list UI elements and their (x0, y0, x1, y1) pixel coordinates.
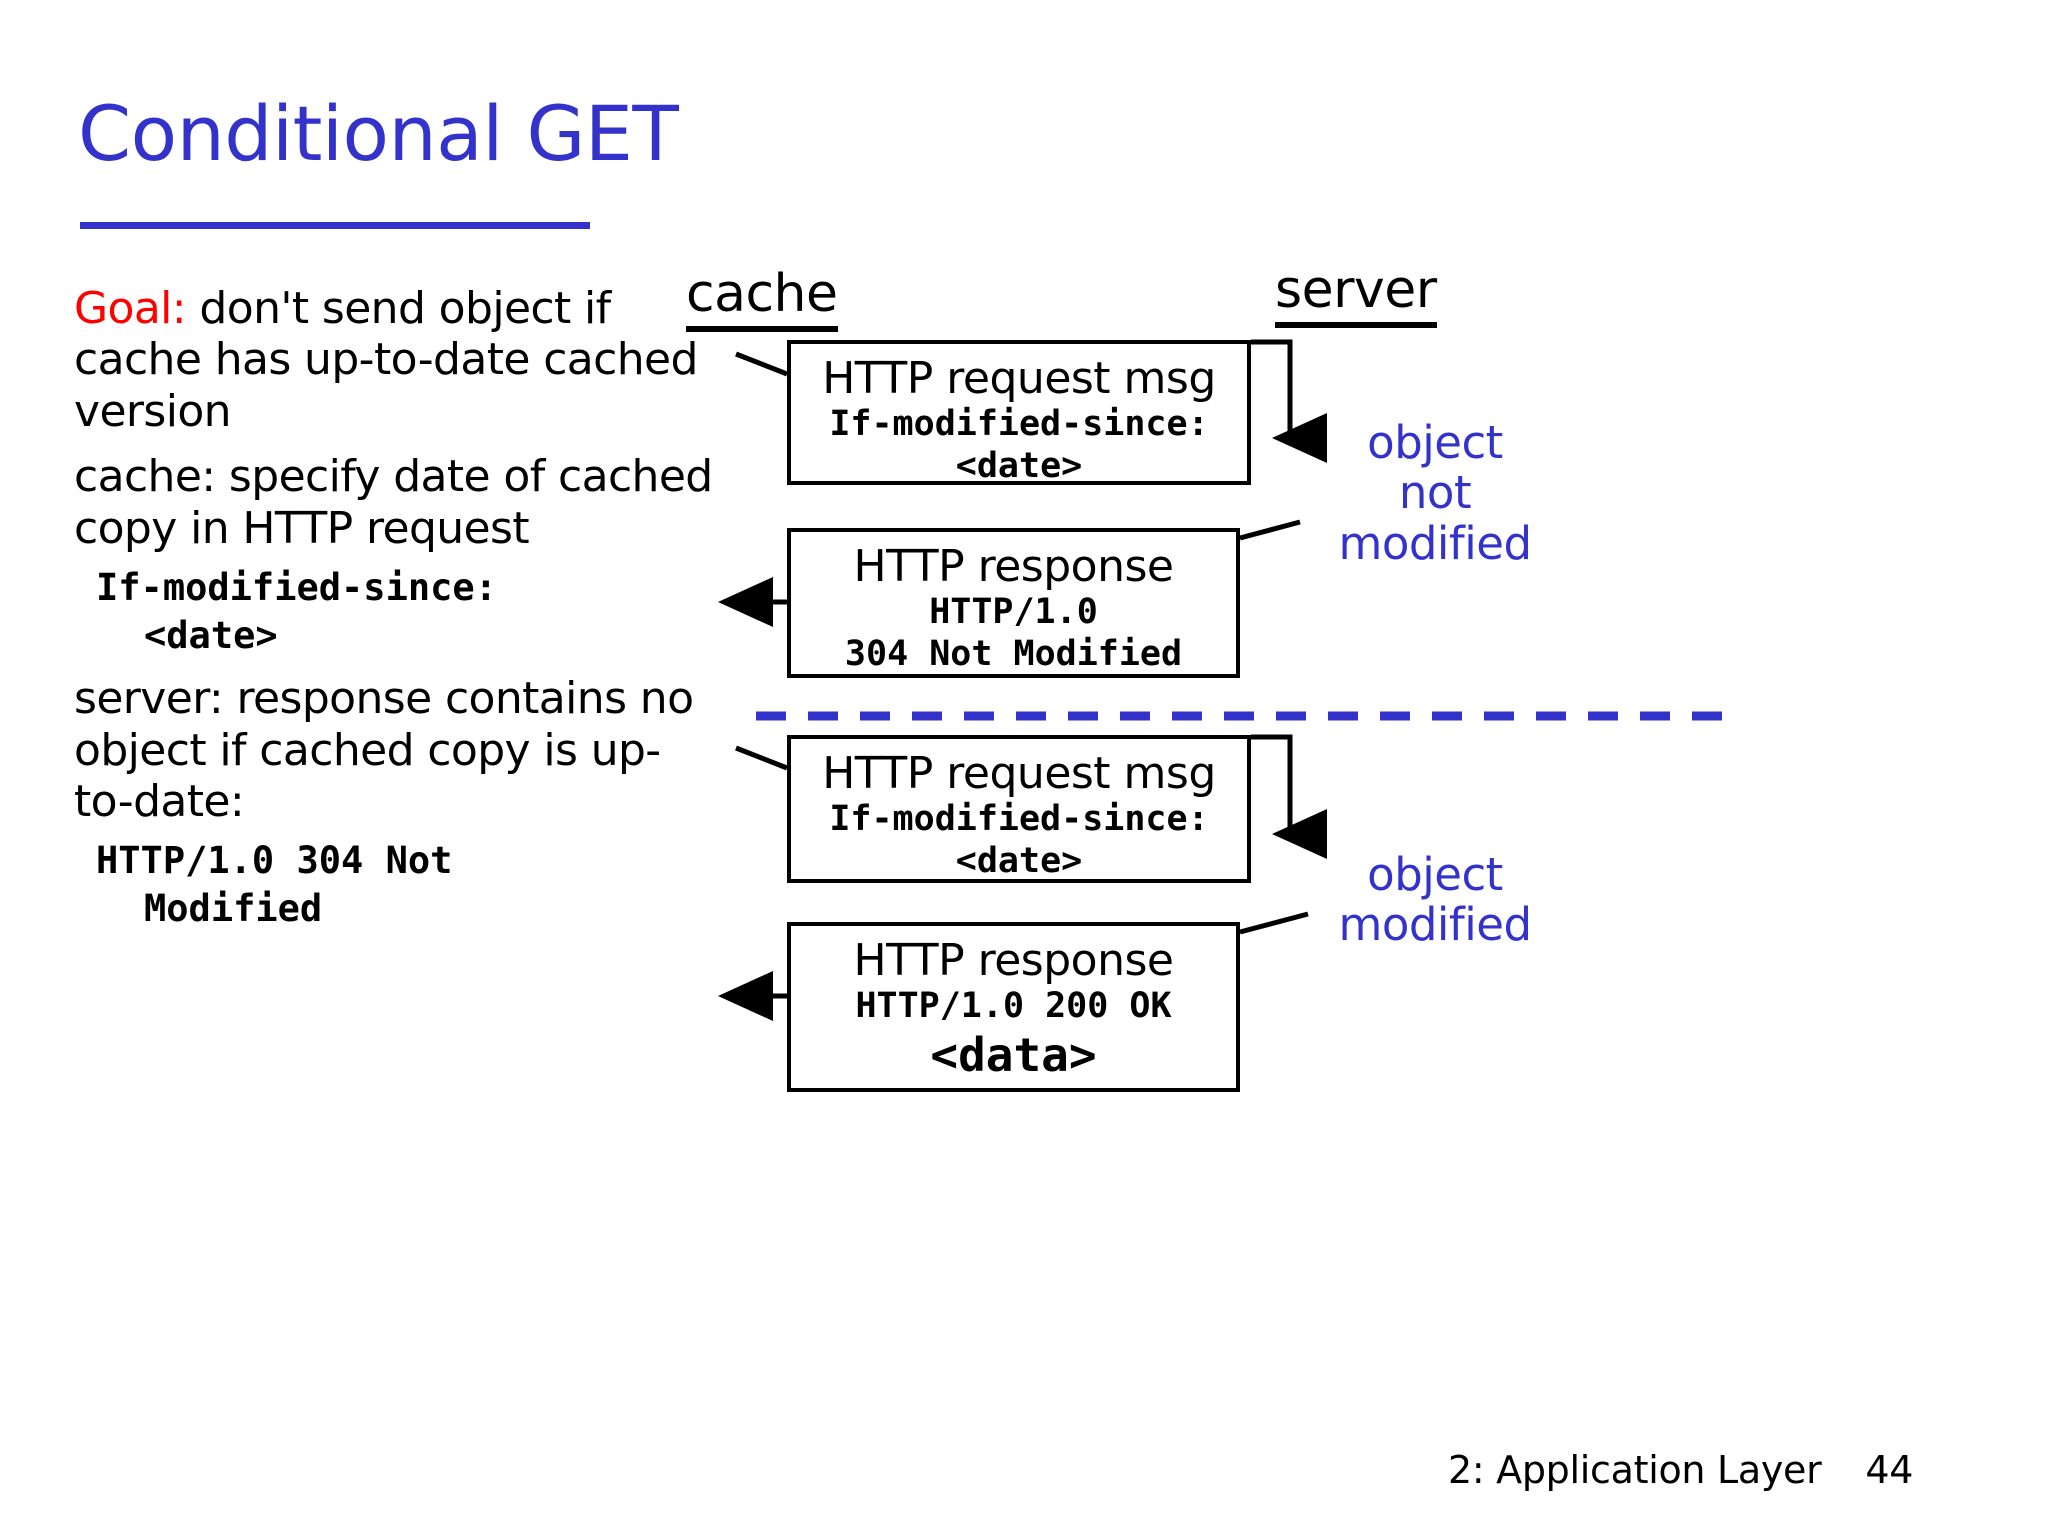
server-paragraph: server: response contains no object if c… (74, 673, 694, 827)
server-node-label: server (1275, 260, 1437, 328)
server-label-underline (1275, 322, 1437, 328)
goal-paragraph: Goal: don't send object if cache has up-… (74, 283, 714, 437)
arrow-request-1-to-server (1251, 339, 1327, 463)
arrow-request-2-to-server (1251, 734, 1327, 859)
cache-node-label-text: cache (686, 264, 838, 324)
spacer (74, 441, 714, 451)
cache-code-block: If-modified-since:<date> (74, 564, 714, 659)
message-box-title: HTTP request msg (822, 353, 1216, 404)
annotation-line: object (1367, 848, 1503, 901)
message-box-code-line: <date> (955, 841, 1083, 882)
message-box-code-line: HTTP/1.0 (929, 592, 1098, 633)
annotation-object-modified: object modified (1300, 848, 1570, 952)
leader-cache-to-request-1 (735, 351, 788, 377)
footer-chapter-label: 2: Application Layer (1448, 1448, 1822, 1492)
leader-server-to-response-2 (1239, 911, 1309, 935)
page-title: Conditional GET (78, 89, 679, 178)
annotation-object-not-modified: object not modified (1300, 416, 1570, 570)
message-box-request-1: HTTP request msg If-modified-since: <dat… (787, 340, 1251, 487)
leader-cache-to-request-2 (735, 745, 788, 771)
server-node-label-text: server (1275, 260, 1437, 320)
message-box-code-line: If-modified-since: (829, 404, 1209, 445)
server-code-line-1: HTTP/1.0 304 Not (96, 839, 453, 883)
message-box-request-2: HTTP request msg If-modified-since: <dat… (787, 735, 1251, 883)
message-box-code-line: If-modified-since: (829, 799, 1209, 840)
cache-label-underline (686, 326, 838, 332)
message-box-code-line: 304 Not Modified (844, 634, 1183, 675)
message-box-response-1: HTTP response HTTP/1.0 304 Not Modified (787, 528, 1240, 678)
message-box-response-2: HTTP response HTTP/1.0 200 OK <data> (787, 922, 1240, 1092)
message-box-title: HTTP request msg (822, 748, 1216, 799)
server-code-line-2: Modified (144, 886, 323, 930)
message-box-code-line: <date> (955, 446, 1083, 487)
cache-code-line-1: If-modified-since: (96, 566, 497, 610)
protocol-diagram: cache server (660, 250, 2020, 1410)
message-box-title: HTTP response (853, 541, 1174, 592)
slide-footer: 2: Application Layer 44 (1448, 1448, 1913, 1492)
cache-node-label: cache (686, 264, 838, 332)
message-box-code-line: HTTP/1.0 200 OK (855, 986, 1172, 1027)
annotation-line: object (1367, 416, 1503, 469)
annotation-line: modified (1338, 516, 1532, 570)
message-box-code-line: <data> (930, 1028, 1097, 1083)
cache-paragraph: cache: specify date of cached copy in HT… (74, 451, 713, 554)
footer-page-number: 44 (1865, 1448, 1914, 1492)
goal-label: Goal: (74, 283, 187, 334)
message-box-title: HTTP response (853, 935, 1174, 986)
cache-code-line-2: <date> (144, 613, 278, 657)
title-underline (80, 222, 590, 229)
leader-server-to-response-1 (1239, 519, 1301, 541)
annotation-line: modified (1338, 898, 1532, 952)
annotation-line: not (1398, 466, 1472, 520)
left-text-column: Goal: don't send object if cache has up-… (74, 283, 714, 946)
goal-text: don't send object if cache has up-to-dat… (74, 283, 698, 437)
